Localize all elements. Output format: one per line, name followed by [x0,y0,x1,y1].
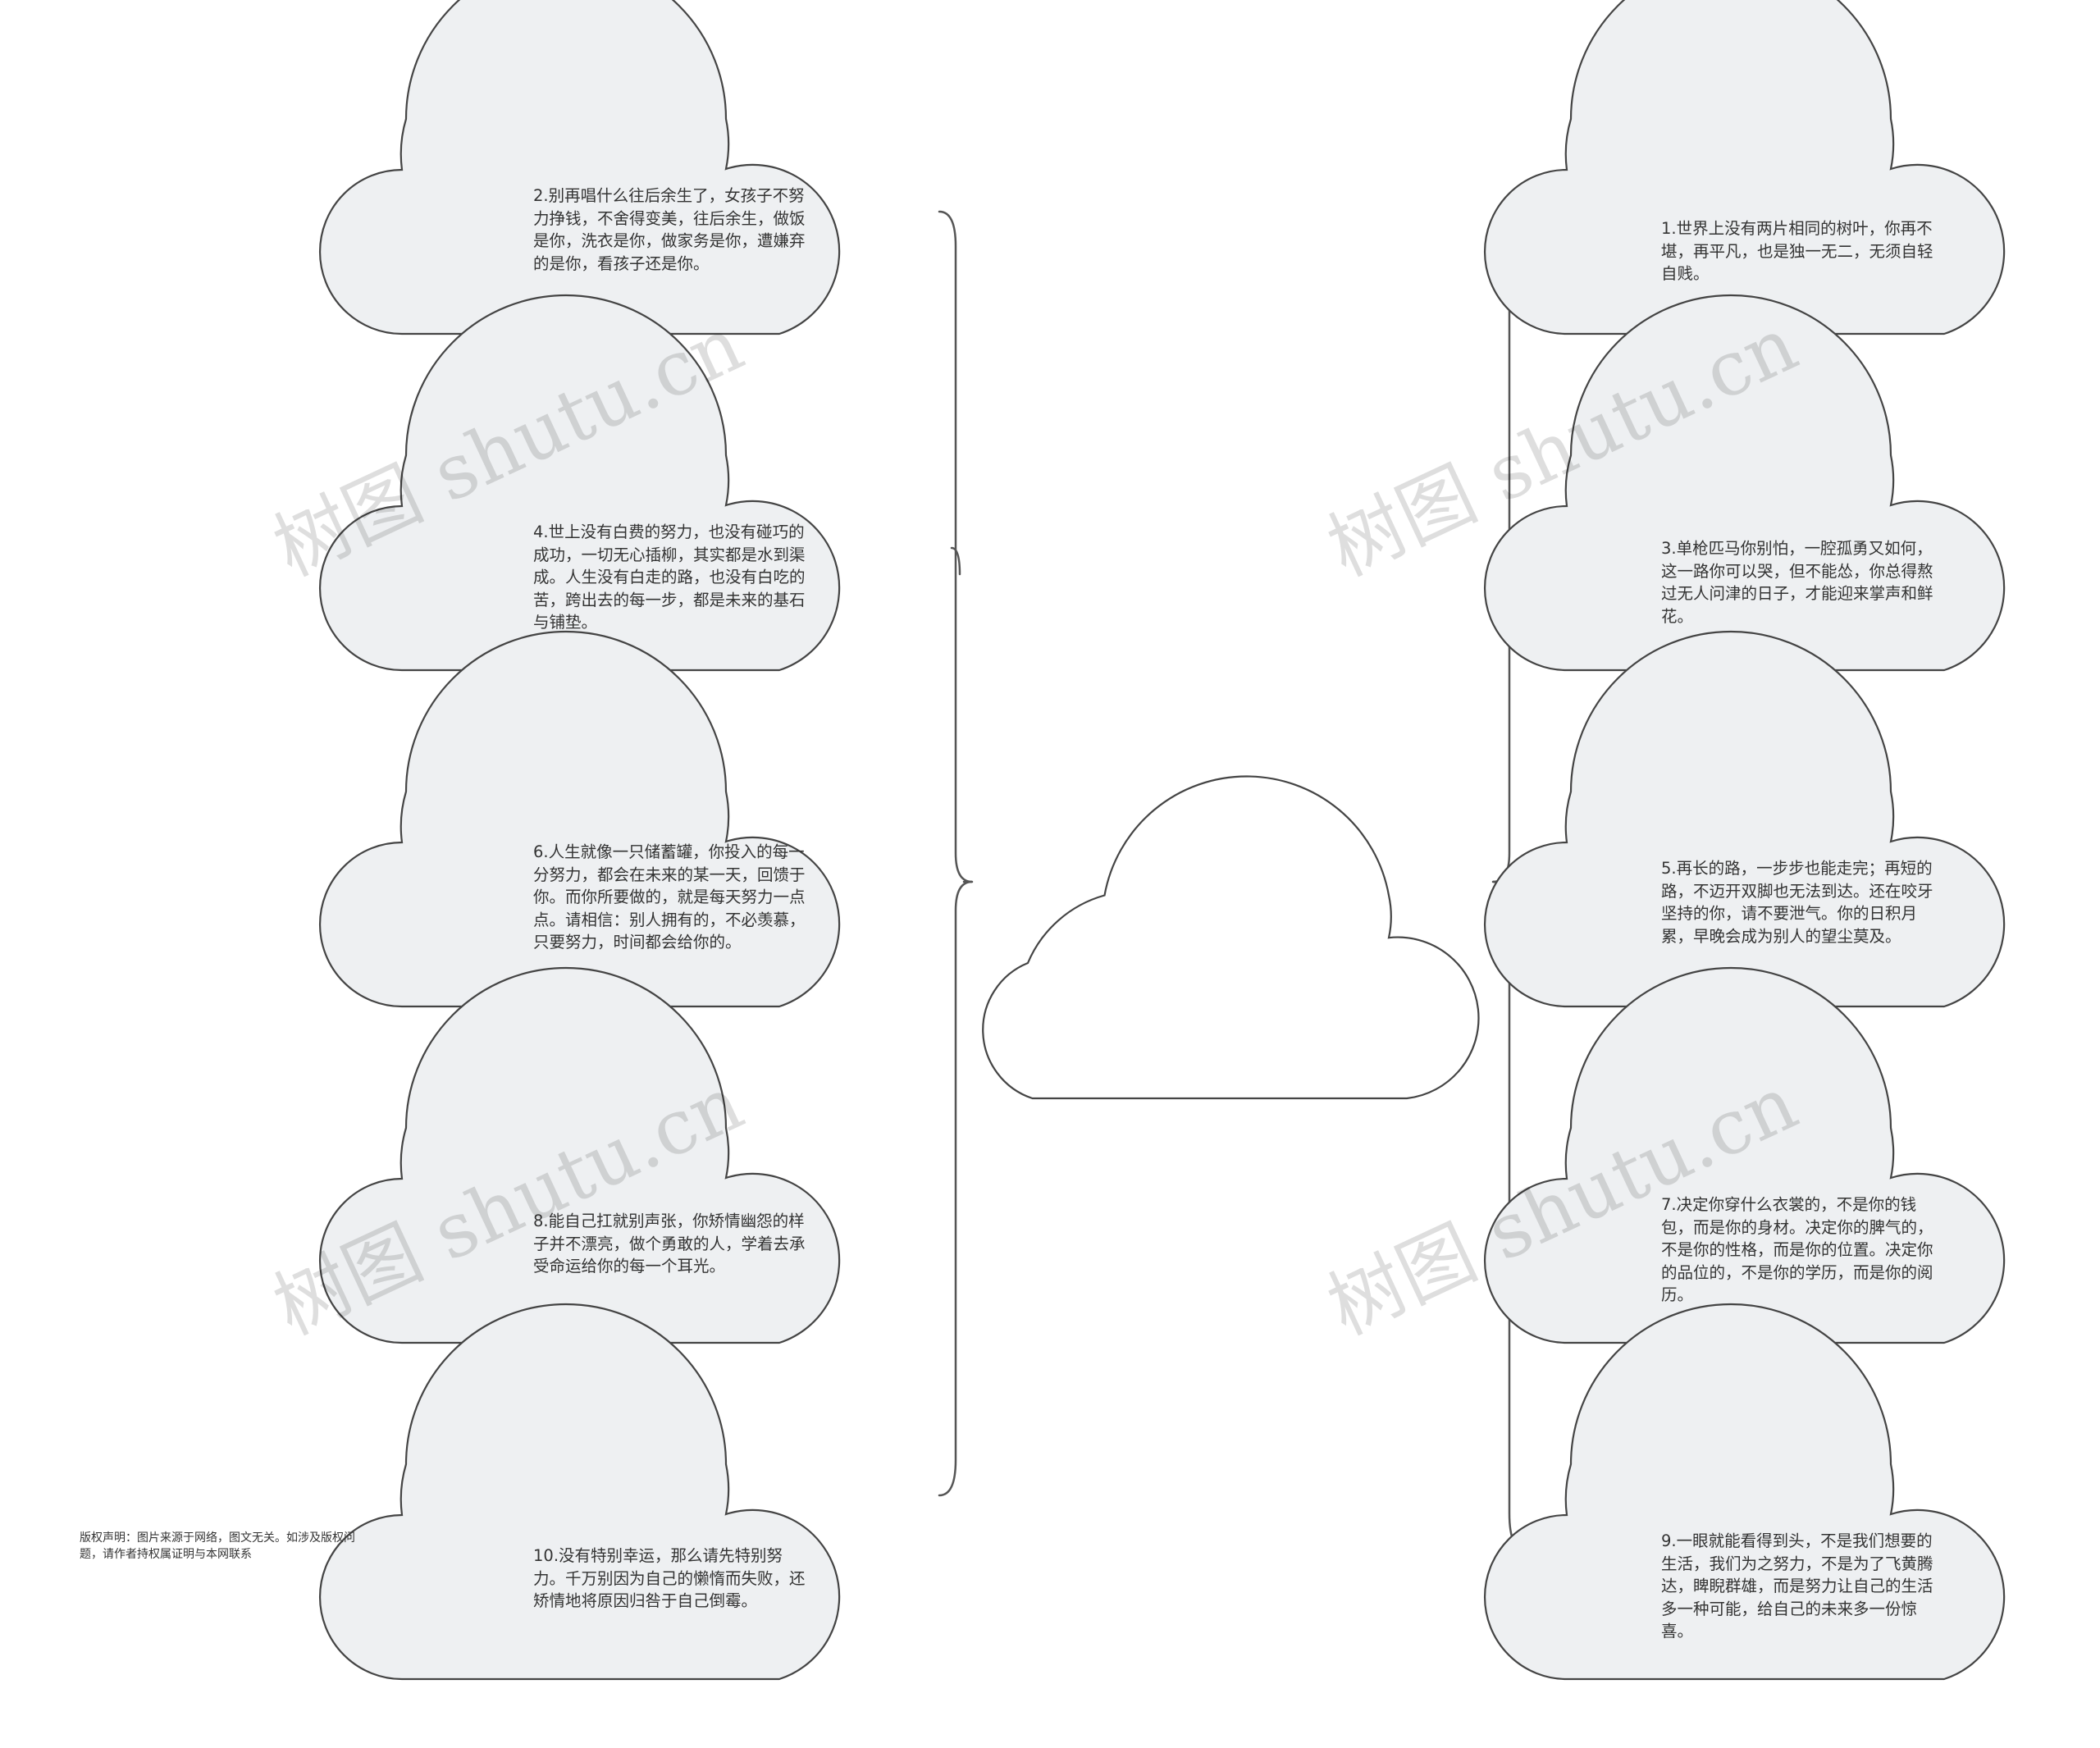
left-bracket-tick [950,546,961,576]
node-text-n6: 6.人生就像一只储蓄罐，你投入的每一分努力，都会在未来的某一天，回馈于你。而你所… [533,842,806,952]
cloud-node-n2[interactable] [318,0,841,335]
node-text-n7: 7.决定你穿什么衣裳的，不是你的钱包，而是你的身材。决定你的脾气的，不是你的性格… [1661,1195,1933,1304]
node-text-n5: 5.再长的路，一步步也能走完；再短的路，不迈开双脚也无法到达。还在咬牙坚持的你，… [1661,859,1933,946]
node-text-n10: 10.没有特别幸运，那么请先特别努力。千万别因为自己的懒惰而失败，还矫情地将原因… [533,1546,806,1610]
copyright-note: 版权声明：图片来源于网络，图文无关。如涉及版权问题，请作者持权属证明与本网联系 [80,1531,355,1561]
root-node[interactable] [982,775,1480,1100]
node-text-n2: 2.别再唱什么往后余生了，女孩子不努力挣钱，不舍得变美，往后余生，做饭是你，洗衣… [533,186,806,273]
node-text-n9: 9.一眼就能看得到头，不是我们想要的生活，我们为之努力，不是为了飞黄腾达，睥睨群… [1661,1531,1933,1641]
cloud-node-n8[interactable] [318,966,841,1344]
cloud-node-n10[interactable] [318,1303,841,1681]
left-bracket [938,210,973,1497]
node-text-n8: 8.能自己扛就别声张，你矫情幽怨的样子并不漂亮，做个勇敢的人，学着去承受命运给你… [533,1212,806,1276]
node-text-n3: 3.单枪匹马你别怕，一腔孤勇又如何，这一路你可以哭，但不能怂，你总得熬过无人问津… [1661,539,1933,626]
node-text-n1: 1.世界上没有两片相同的树叶，你再不堪，再平凡，也是独一无二，无须自轻自贱。 [1661,219,1933,283]
node-text-n4: 4.世上没有白费的努力，也没有碰巧的成功，一切无心插柳，其实都是水到渠成。人生没… [533,523,806,632]
cloud-node-n5[interactable] [1483,630,2006,1008]
